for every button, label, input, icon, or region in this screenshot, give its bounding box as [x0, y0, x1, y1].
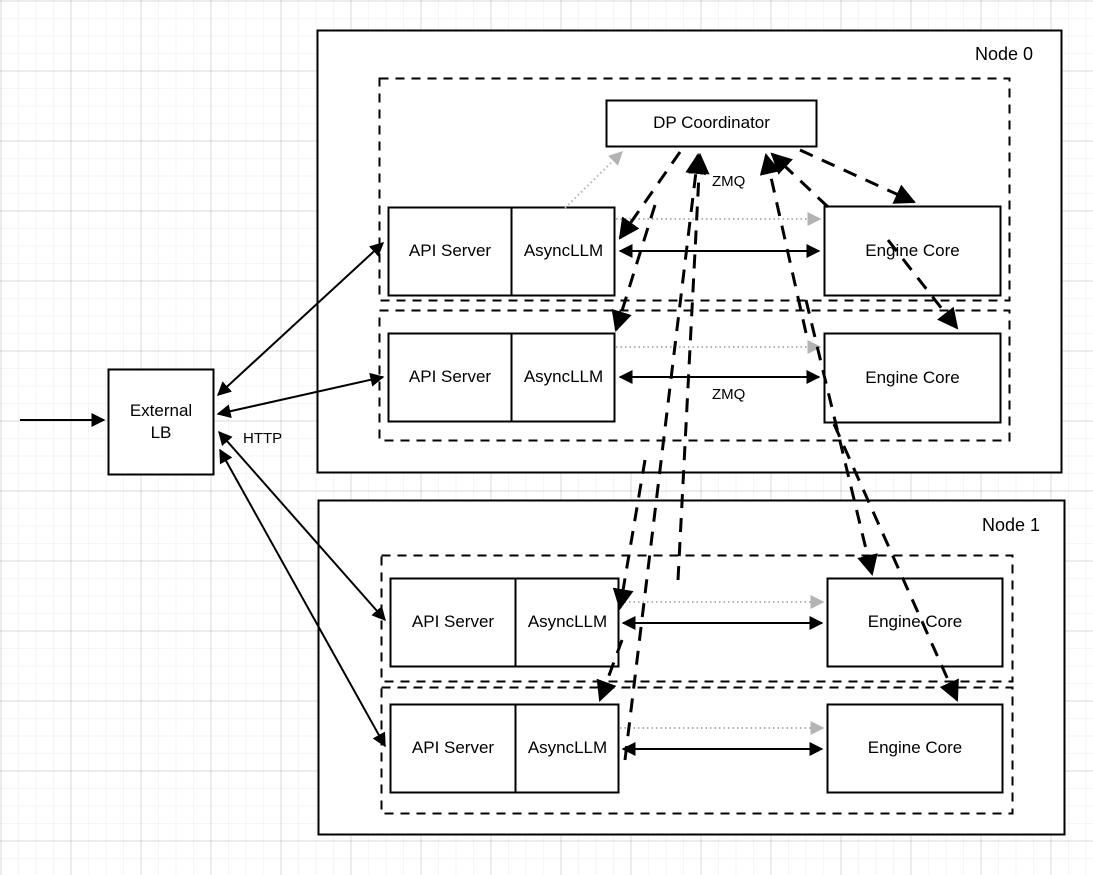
http-label: HTTP — [243, 430, 283, 447]
coordinator-to-node0-rank0-asyncllm-arrow — [618, 151, 682, 240]
coordinator-to-node0-rank1-core-arrow — [886, 239, 959, 330]
coordinator-to-node1-rank1-asyncllm-arrow — [596, 639, 624, 702]
node1-rank0-apiserver-box[interactable] — [389, 577, 620, 668]
node0-rank0-group — [378, 77, 1011, 302]
node1-rank1-core-to-coordinator-arrow — [623, 152, 707, 761]
node0-rank0-apiserver-box[interactable] — [387, 206, 616, 297]
zmq-label-top: ZMQ — [712, 173, 746, 190]
node0-rank1-core-to-coordinator-arrow — [759, 152, 808, 334]
dp-coordinator-box[interactable] — [605, 99, 818, 148]
coordinator-to-node1-rank1-core-arrow — [832, 423, 959, 702]
node1-rank1-group — [380, 686, 1014, 815]
node0-rank1-apiserver-box[interactable] — [387, 332, 616, 423]
node1-rank0-group — [380, 554, 1014, 683]
node0-rank0-core-to-coordinator-arrow — [770, 152, 830, 209]
node1-rank0-enginecore-box[interactable] — [826, 577, 1004, 668]
node1-rank1-apiserver-box[interactable] — [389, 703, 620, 794]
node0-label: Node 0 — [975, 44, 1034, 64]
node0-rank1-enginecore-box[interactable] — [823, 332, 1002, 424]
node0-rank1-group — [378, 309, 1011, 442]
zmq-label-bottom: ZMQ — [712, 386, 746, 403]
coordinator-to-node1-rank0-asyncllm-arrow — [612, 459, 647, 611]
node0-rank0-enginecore-box[interactable] — [823, 205, 1002, 297]
external-lb-box[interactable] — [107, 368, 215, 476]
coordinator-to-node0-rank1-asyncllm-arrow — [611, 204, 657, 333]
node1-label: Node 1 — [982, 515, 1041, 535]
lb-to-node0-rank0-arrow — [216, 242, 385, 396]
node1-rank1-enginecore-box[interactable] — [826, 703, 1004, 794]
lb-to-node0-rank1-arrow — [216, 372, 385, 419]
coordinator-to-node0-rank0-core-arrow — [799, 148, 916, 204]
lb-to-node1-rank1-arrow — [219, 448, 386, 748]
